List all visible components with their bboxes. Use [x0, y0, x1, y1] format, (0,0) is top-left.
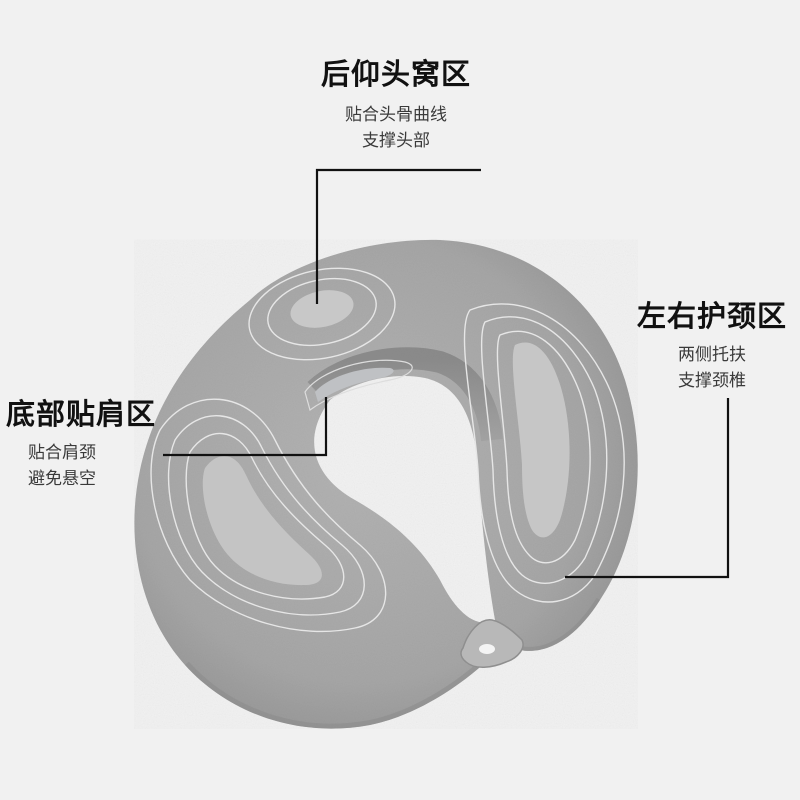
callout-side-neck: 左右护颈区 两侧托扶 支撑颈椎 — [612, 298, 800, 394]
pillow-loop-strap — [460, 619, 524, 668]
shoulder-zone — [150, 398, 387, 633]
head-rest-zone — [248, 267, 396, 361]
callout-head-rest-line-2: 支撑头部 — [362, 131, 430, 151]
callout-head-rest-line-1: 贴合头骨曲线 — [345, 105, 447, 125]
callout-side-neck-line-2: 支撑颈椎 — [678, 371, 746, 391]
leader-line-right — [565, 398, 730, 579]
callout-head-rest: 后仰头窝区 贴合头骨曲线 支撑头部 — [296, 56, 496, 154]
callout-side-neck-title: 左右护颈区 — [636, 299, 787, 333]
callout-shoulder-title: 底部贴肩区 — [5, 397, 156, 431]
callout-head-rest-title: 后仰头窝区 — [320, 57, 471, 91]
pillow-body — [134, 239, 638, 729]
callout-side-neck-line-1: 两侧托扶 — [678, 345, 746, 365]
callout-leader-lines — [163, 168, 730, 579]
callout-shoulder-line-1: 贴合肩颈 — [28, 443, 96, 463]
callout-shoulder: 底部贴肩区 贴合肩颈 避免悬空 — [0, 396, 162, 492]
inner-rim-zone — [304, 359, 413, 412]
leader-line-top — [315, 168, 481, 304]
callout-shoulder-line-2: 避免悬空 — [28, 469, 96, 489]
side-neck-zone — [463, 303, 625, 603]
leader-line-left — [163, 397, 328, 457]
